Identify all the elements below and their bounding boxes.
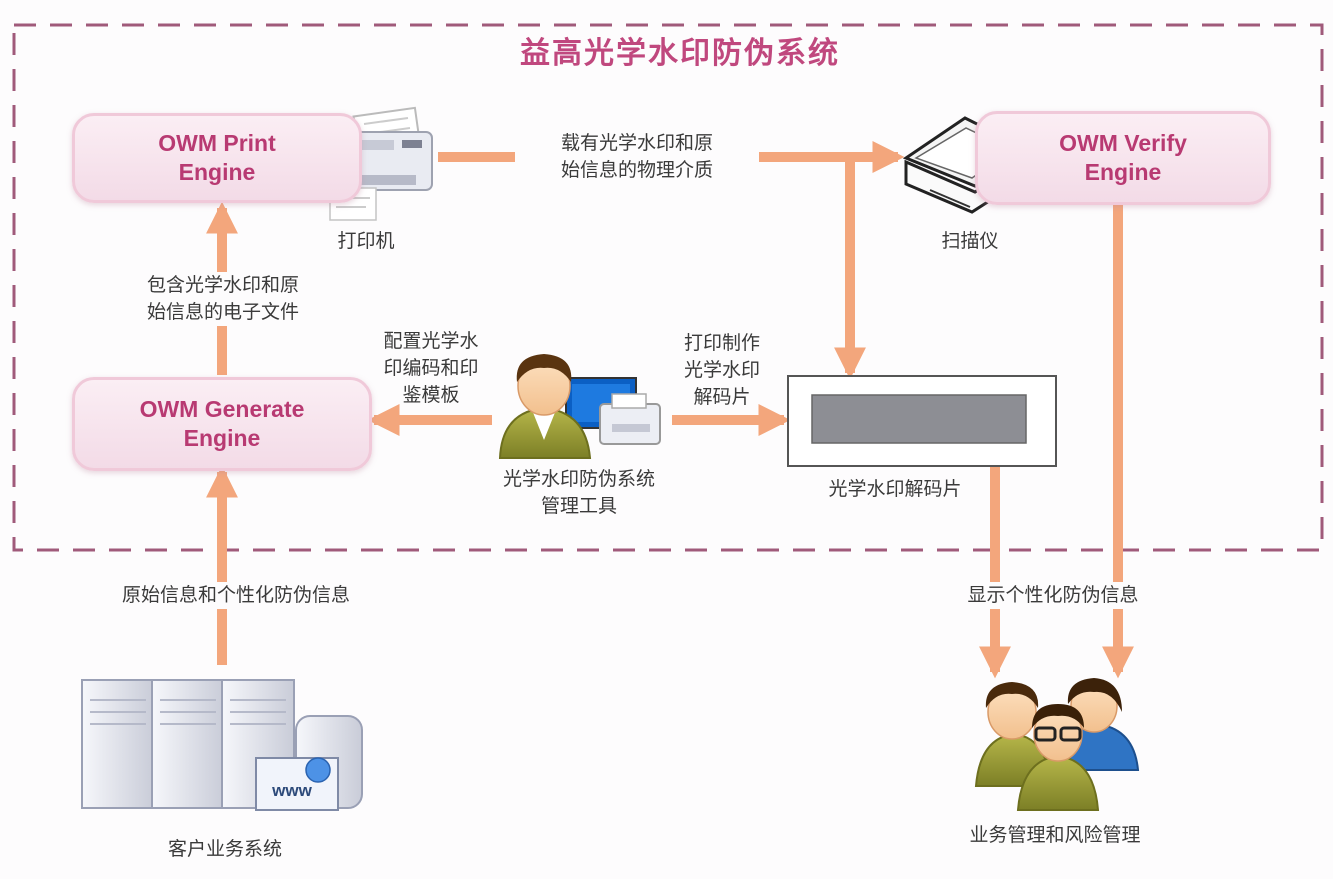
printer-label: 打印机 — [337, 230, 395, 252]
owm-print-engine: OWM Print Engine — [72, 113, 362, 203]
business-mgmt-label: 业务管理和风险管理 — [969, 824, 1141, 846]
config-template-label: 配置光学水 印编码和印 鉴模板 — [383, 330, 479, 406]
diagram-title: 益高光学水印防伪系统 — [520, 36, 840, 71]
electronic-file-label: 包含光学水印和原 始信息的电子文件 — [108, 272, 338, 326]
client-system-label: 客户业务系统 — [167, 838, 282, 860]
admin-tool-icon — [498, 354, 661, 459]
original-info-label: 原始信息和个性化防伪信息 — [76, 582, 396, 609]
owm-verify-engine: OWM Verify Engine — [975, 111, 1271, 205]
system-boundary — [12, 23, 1324, 552]
server-icon — [81, 679, 363, 811]
www-label: www — [271, 781, 312, 800]
people-icon — [974, 678, 1140, 811]
print-decoder-label: 打印制作 光学水印 解码片 — [683, 332, 760, 408]
decoder-card — [787, 375, 1057, 467]
owm-generate-engine: OWM Generate Engine — [72, 377, 372, 471]
admin-tool-label: 光学水印防伪系统 管理工具 — [502, 468, 655, 517]
media-flow-label: 载有光学水印和原 始信息的物理介质 — [515, 130, 759, 184]
decoder-label: 光学水印解码片 — [828, 478, 962, 500]
display-info-label: 显示个性化防伪信息 — [930, 582, 1176, 609]
scanner-label: 扫描仪 — [941, 230, 999, 252]
